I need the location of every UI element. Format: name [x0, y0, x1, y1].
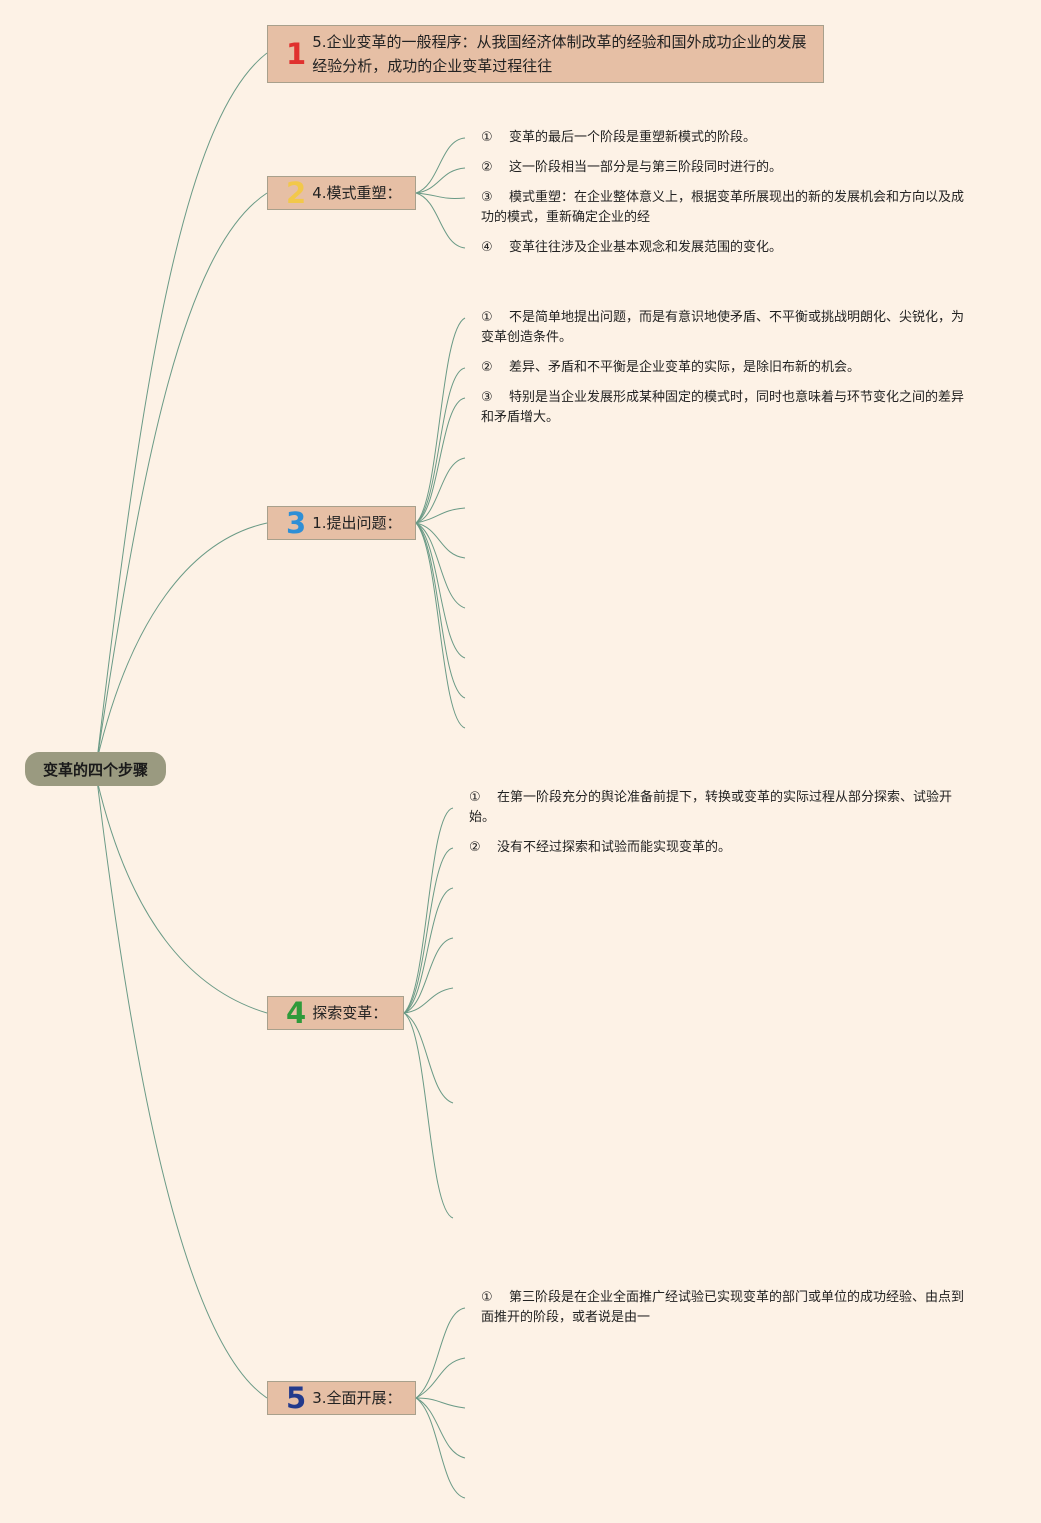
subtopic[interactable]: ② 差异、矛盾和不平衡是企业变革的实际，是除旧布新的机会。: [481, 358, 976, 378]
priority-5-icon: 5: [286, 1380, 307, 1415]
subtopic-text: 第三阶段是在企业全面推广经试验已实现变革的部门或单位的成功经验、由点到面推开的阶…: [481, 1290, 965, 1325]
item-number: ②: [469, 840, 481, 855]
subtopic-text: 没有不经过探索和试验而能实现变革的。: [497, 840, 732, 855]
connector-root-branch-4: [96, 779, 268, 1014]
branch-topic-3[interactable]: 3 1.提出问题：: [267, 506, 416, 540]
subtopic-text: 特别是当企业发展形成某种固定的模式时，同时也意味着与环节变化之间的差异和矛盾增大…: [481, 390, 965, 425]
connector-root-branch-5: [96, 779, 268, 1399]
branch-label: 3.全面开展：: [312, 1389, 402, 1407]
subtopic-text: 变革的最后一个阶段是重塑新模式的阶段。: [509, 130, 757, 145]
branch-topic-2[interactable]: 2 4.模式重塑：: [267, 176, 416, 210]
subtopic[interactable]: ② 这一阶段相当一部分是与第三阶段同时进行的。: [481, 158, 976, 178]
branch-topic-4[interactable]: 4 探索变革：: [267, 996, 404, 1030]
subtopic[interactable]: ④ 变革往往涉及企业基本观念和发展范围的变化。: [481, 238, 976, 258]
branch-label: 1.提出问题：: [312, 514, 402, 532]
subtopic-text: 不是简单地提出问题，而是有意识地使矛盾、不平衡或挑战明朗化、尖锐化，为变革创造条…: [481, 310, 965, 345]
item-number: ④: [481, 240, 493, 255]
branch-topic-1[interactable]: 1 5.企业变革的一般程序：从我国经济体制改革的经验和国外成功企业的发展经验分析…: [267, 25, 824, 83]
branch-label: 探索变革：: [312, 1004, 388, 1022]
item-number: ①: [469, 790, 481, 805]
item-number: ①: [481, 310, 493, 325]
priority-1-icon: 1: [286, 36, 307, 71]
subtopic-text: 差异、矛盾和不平衡是企业变革的实际，是除旧布新的机会。: [509, 360, 861, 375]
subtopic-text: 模式重塑：在企业整体意义上，根据变革所展现出的新的发展机会和方向以及成功的模式，…: [481, 190, 965, 225]
priority-2-icon: 2: [286, 175, 307, 210]
item-number: ①: [481, 1290, 493, 1305]
subtopic-text: 这一阶段相当一部分是与第三阶段同时进行的。: [509, 160, 783, 175]
item-number: ③: [481, 190, 493, 205]
connector-root-branch-2: [96, 192, 268, 761]
branch-label: 4.模式重塑：: [312, 184, 402, 202]
branch-topic-5[interactable]: 5 3.全面开展：: [267, 1381, 416, 1415]
connector-root-branch-1: [96, 52, 268, 761]
subtopic[interactable]: ② 没有不经过探索和试验而能实现变革的。: [469, 838, 964, 858]
item-number: ①: [481, 130, 493, 145]
item-number: ②: [481, 160, 493, 175]
subtopic-text: 在第一阶段充分的舆论准备前提下，转换或变革的实际过程从部分探索、试验开始。: [469, 790, 953, 825]
item-number: ③: [481, 390, 493, 405]
priority-3-icon: 3: [286, 505, 307, 540]
connector-root-branch-3: [96, 522, 268, 761]
root-topic[interactable]: 变革的四个步骤: [25, 752, 166, 786]
subtopic-text: 变革往往涉及企业基本观念和发展范围的变化。: [509, 240, 783, 255]
item-number: ②: [481, 360, 493, 375]
branch-label: 5.企业变革的一般程序：从我国经济体制改革的经验和国外成功企业的发展经验分析，成…: [312, 33, 807, 75]
priority-4-icon: 4: [286, 995, 307, 1030]
subtopic[interactable]: ① 变革的最后一个阶段是重塑新模式的阶段。: [481, 128, 976, 148]
